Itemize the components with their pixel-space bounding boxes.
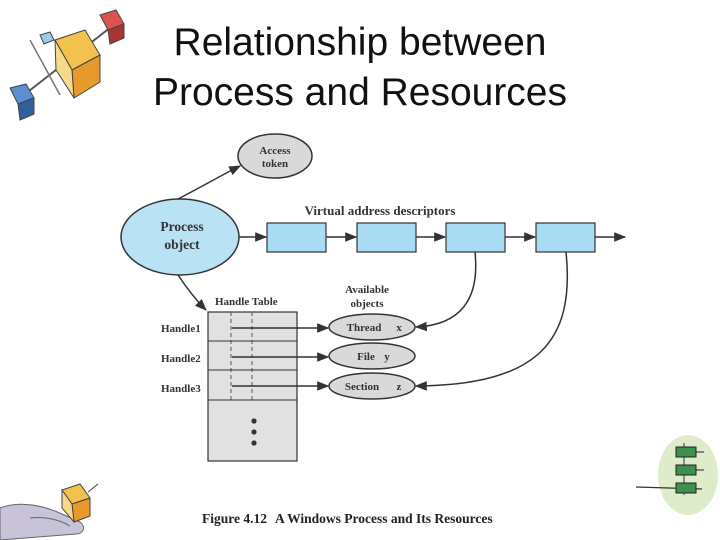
ellipsis-dot-3: [251, 440, 257, 446]
title-line-2: Process and Resources: [152, 71, 568, 114]
handle-table-label: Handle Table: [215, 296, 278, 308]
figure-caption-text: A Windows Process and Its Resources: [275, 511, 493, 526]
vad-box-4: [535, 222, 596, 253]
vad-box-3: [445, 222, 506, 253]
section-object-var: z: [397, 381, 402, 393]
vad-box-2: [356, 222, 417, 253]
vad3-to-thread-arrow: [414, 251, 477, 332]
figure-caption: Figure 4.12 A Windows Process and Its Res…: [202, 511, 493, 527]
flowchart-ladder-icon: [635, 435, 718, 515]
ellipsis-dot-2: [251, 429, 257, 435]
access-token-node: [237, 133, 313, 179]
process-object-label-1: Process: [160, 219, 203, 234]
cubes-molecule-icon: [9, 9, 125, 121]
thread-object-var: x: [396, 322, 402, 334]
title-line-1: Relationship between: [173, 21, 547, 64]
thread-object-name: Thread: [347, 322, 382, 334]
section-object-name: Section: [345, 381, 379, 393]
available-objects-label-1: Available: [345, 284, 389, 296]
figure-number: Figure 4.12: [202, 511, 267, 526]
process-to-token-arrow: [177, 165, 242, 200]
access-token-label-2: token: [262, 158, 288, 170]
vad-box-1: [266, 222, 327, 253]
handle-label-1: Handle1: [161, 323, 201, 335]
hand-holding-cube-icon: [0, 483, 99, 540]
file-object-var: y: [384, 351, 390, 363]
access-token-label-1: Access: [259, 145, 291, 157]
handle-label-3: Handle3: [161, 383, 201, 395]
ellipsis-dot-1: [251, 418, 257, 424]
available-objects-label-2: objects: [351, 298, 385, 310]
process-object-label-2: object: [164, 237, 200, 252]
process-to-handle-table-arrow: [177, 274, 207, 311]
file-object-name: File: [357, 351, 375, 363]
handle-label-2: Handle2: [161, 353, 201, 365]
slide-title: Relationship between Process and Resourc…: [110, 18, 610, 118]
file-object-node: [328, 342, 416, 370]
vad-label: Virtual address descriptors: [305, 203, 456, 218]
vad4-to-section-arrow: [414, 251, 569, 391]
